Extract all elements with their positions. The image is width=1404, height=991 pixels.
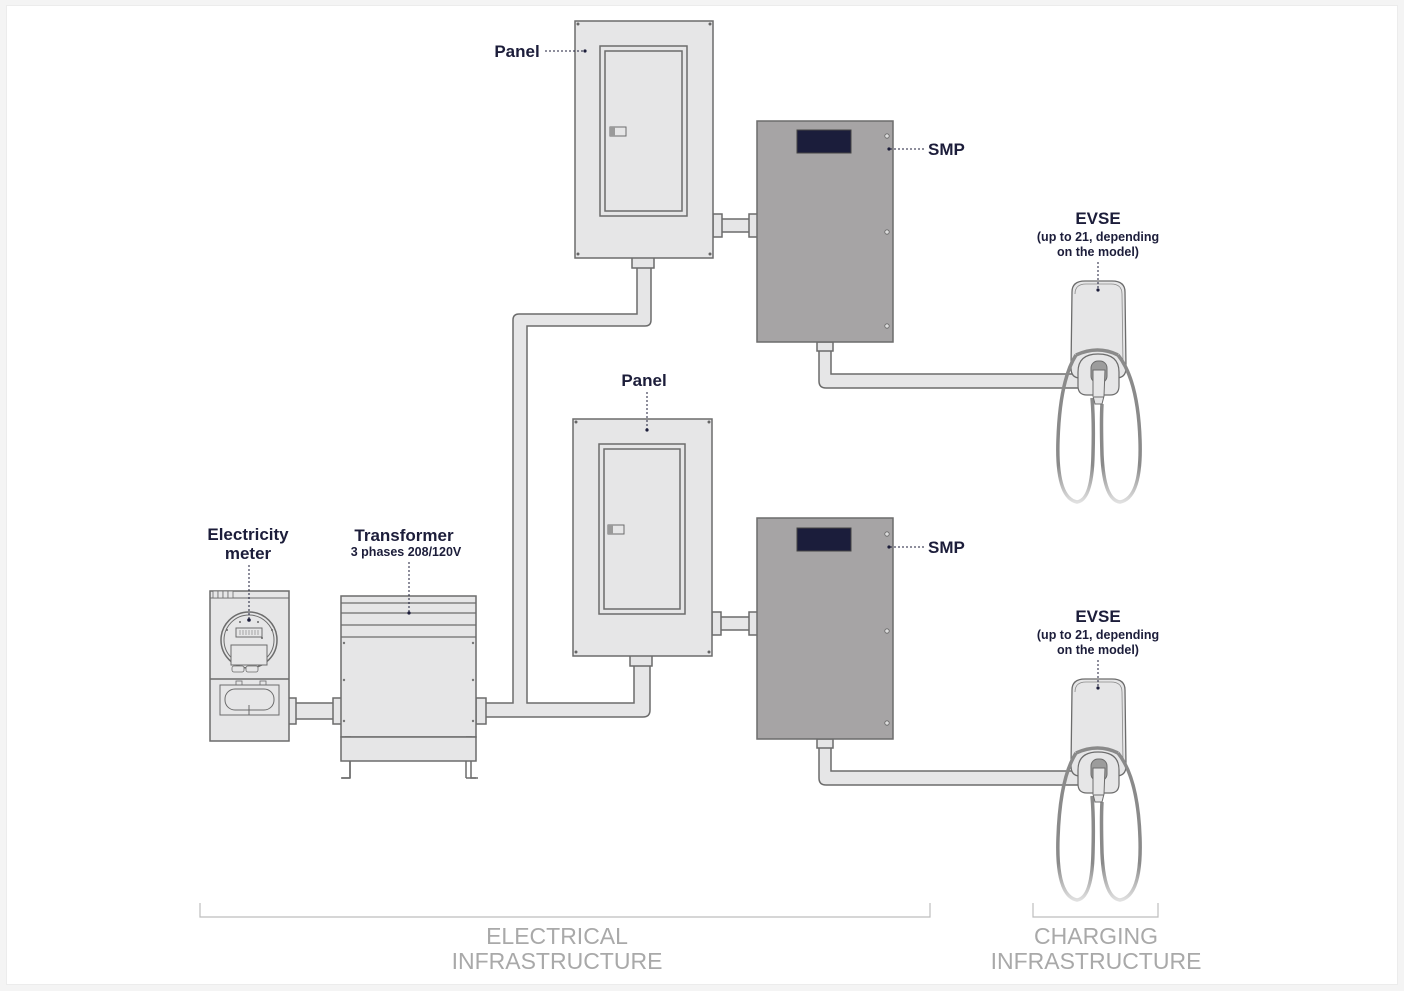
transformer[interactable]	[340, 595, 478, 779]
label-meter-line-2: meter	[225, 544, 272, 563]
label-evse-bottom-note-1: (up to 21, depending	[1037, 628, 1159, 642]
leader-lines	[248, 49, 1099, 687]
label-evse-bottom: EVSE	[1075, 607, 1120, 626]
panel-bottom[interactable]	[572, 418, 713, 657]
label-transformer: Transformer	[354, 526, 454, 545]
category-electrical-line-1: ELECTRICAL	[486, 923, 628, 949]
label-smp-top: SMP	[928, 140, 965, 159]
label-evse-top-note-1: (up to 21, depending	[1037, 230, 1159, 244]
label-evse-top-note-2: on the model)	[1057, 245, 1139, 259]
evse-top[interactable]	[1056, 280, 1142, 504]
conduit-panel1-smp1	[712, 213, 759, 238]
label-evse-bottom-note-2: on the model)	[1057, 643, 1139, 657]
smp-bottom[interactable]	[756, 517, 894, 740]
conduit-smp1-evse1	[816, 341, 1081, 389]
label-evse-top: EVSE	[1075, 209, 1120, 228]
label-smp-bottom: SMP	[928, 538, 965, 557]
smp-display	[796, 129, 852, 154]
conduit-meter-transformer	[286, 697, 343, 725]
panel-top[interactable]	[574, 20, 714, 259]
conduit-transformer-panels	[475, 256, 655, 725]
smp-top[interactable]	[756, 120, 894, 343]
bracket-charging	[1032, 903, 1159, 918]
label-transformer-spec: 3 phases 208/120V	[351, 545, 462, 559]
label-meter-line-1: Electricity	[207, 525, 289, 544]
label-panel-bottom: Panel	[621, 371, 666, 390]
category-electrical-line-2: INFRASTRUCTURE	[452, 948, 663, 974]
category-charging-line-2: INFRASTRUCTURE	[991, 948, 1202, 974]
conduit-panel2-smp2	[711, 611, 759, 636]
evse-bottom[interactable]	[1056, 678, 1142, 902]
conduit-smp2-evse2	[816, 738, 1081, 786]
label-panel-top: Panel	[494, 42, 539, 61]
category-charging-line-1: CHARGING	[1034, 923, 1158, 949]
smp-display	[796, 527, 852, 552]
bracket-electrical	[199, 903, 931, 918]
electricity-meter[interactable]	[209, 590, 290, 742]
